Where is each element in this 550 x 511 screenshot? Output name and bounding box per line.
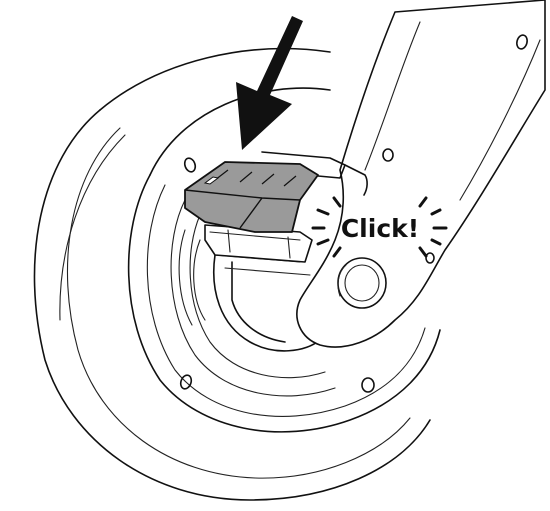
bolt-hole xyxy=(183,157,197,173)
fork-hole xyxy=(516,34,528,50)
click-label: Click! xyxy=(341,214,419,243)
bolt-hole xyxy=(179,374,193,390)
fork-arm xyxy=(296,0,546,348)
arrow-down-left-icon xyxy=(236,16,303,150)
fork-hole xyxy=(382,148,394,162)
latch-clip xyxy=(184,161,319,233)
click-burst-icon: Click! xyxy=(311,196,448,258)
wheel-hub xyxy=(127,87,441,433)
fork-hole xyxy=(425,252,435,264)
bearing-cylinder xyxy=(178,229,321,352)
tire xyxy=(33,47,431,501)
bolt-hole xyxy=(361,377,375,393)
latch-bracket xyxy=(204,151,346,263)
